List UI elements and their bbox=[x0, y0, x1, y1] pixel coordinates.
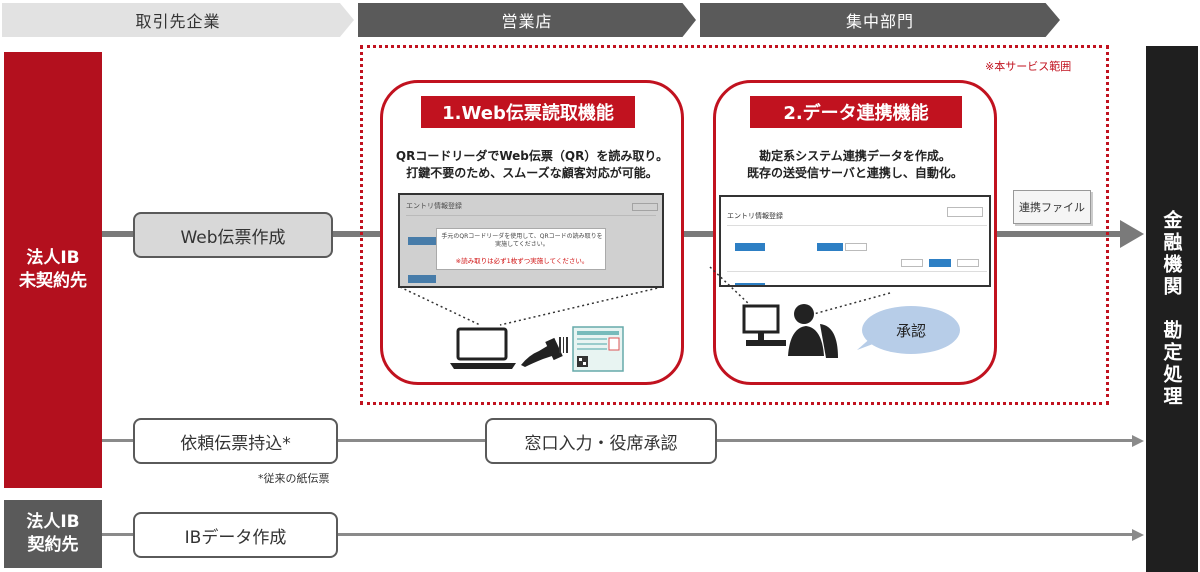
flow-line bbox=[332, 231, 384, 237]
flow-line bbox=[102, 533, 1132, 536]
screen-button bbox=[929, 259, 951, 267]
counter-input-box: 窓口入力・役席承認 bbox=[485, 418, 717, 464]
flow-line bbox=[995, 231, 1120, 237]
request-slip-box: 依頼伝票持込* bbox=[133, 418, 338, 464]
qr-scanner-icon bbox=[521, 337, 568, 367]
screen-button bbox=[408, 237, 436, 245]
screen-button bbox=[735, 243, 765, 251]
header-client: 取引先企業 bbox=[2, 3, 354, 37]
screen-title: エントリ情報登録 bbox=[406, 202, 462, 210]
panel2-title: 2.データ連携機能 bbox=[750, 96, 962, 128]
service-scope-area bbox=[360, 45, 1109, 405]
divider bbox=[406, 215, 656, 216]
speech-tail bbox=[857, 336, 873, 350]
bank-accounting-column: 金融機関 勘定処理 bbox=[1146, 46, 1198, 572]
screen-button bbox=[408, 275, 436, 283]
approval-bubble: 承認 bbox=[862, 306, 960, 354]
zoom-lines bbox=[709, 266, 891, 316]
service-scope-label: ※本サービス範囲 bbox=[985, 60, 1072, 73]
chevron-arrow-icon bbox=[1132, 435, 1144, 447]
operator-icon bbox=[742, 304, 838, 358]
panel1-title: 1.Web伝票読取機能 bbox=[421, 96, 635, 128]
screen-button bbox=[957, 259, 979, 267]
screen-button bbox=[817, 243, 843, 251]
ib-data-box: IBデータ作成 bbox=[133, 512, 338, 558]
dialog-note: ※読み取りは必ず1枚ずつ実施してください。 bbox=[455, 257, 589, 265]
panel2-description: 勘定系システム連携データを作成。 既存の送受信サーバと連携し、自動化。 bbox=[747, 149, 963, 180]
qr-dialog: 手元のQRコードリーダを使用して、QRコードの読み取りを実施してください。 ※読… bbox=[436, 228, 606, 270]
laptop-icon bbox=[450, 327, 516, 369]
header-branch: 営業店 bbox=[358, 3, 696, 37]
category-contracted: 法人IB 契約先 bbox=[4, 500, 102, 568]
screen-button bbox=[632, 203, 658, 211]
flow-line bbox=[682, 231, 718, 237]
chevron-arrow-icon bbox=[1132, 529, 1144, 541]
paper-slip-note: *従来の紙伝票 bbox=[258, 472, 330, 485]
qr-read-screen: エントリ情報登録 手元のQRコードリーダを使用して、QRコードの読み取りを実施し… bbox=[398, 193, 664, 288]
screen-field bbox=[845, 243, 867, 251]
linked-file-icon: 連携ファイル bbox=[1013, 190, 1091, 224]
entry-screen: エントリ情報登録 bbox=[719, 195, 991, 287]
dialog-message: 手元のQRコードリーダを使用して、QRコードの読み取りを実施してください。 bbox=[441, 233, 603, 248]
chevron-arrow-icon bbox=[1120, 220, 1144, 248]
category-not-contracted: 法人IB 未契約先 bbox=[4, 52, 102, 488]
screen-button bbox=[735, 283, 765, 285]
panel1-description: QRコードリーダでWeb伝票（QR）を読み取り。 打鍵不要のため、スムーズな顧客… bbox=[395, 149, 669, 180]
divider bbox=[727, 271, 987, 272]
flow-line bbox=[102, 231, 134, 237]
web-slip-box: Web伝票作成 bbox=[133, 212, 333, 258]
screen-button bbox=[947, 207, 983, 217]
screen-title: エントリ情報登録 bbox=[727, 212, 783, 220]
header-central: 集中部門 bbox=[700, 3, 1060, 37]
screen-button bbox=[901, 259, 923, 267]
divider bbox=[727, 225, 987, 226]
qr-slip-icon bbox=[572, 326, 624, 372]
